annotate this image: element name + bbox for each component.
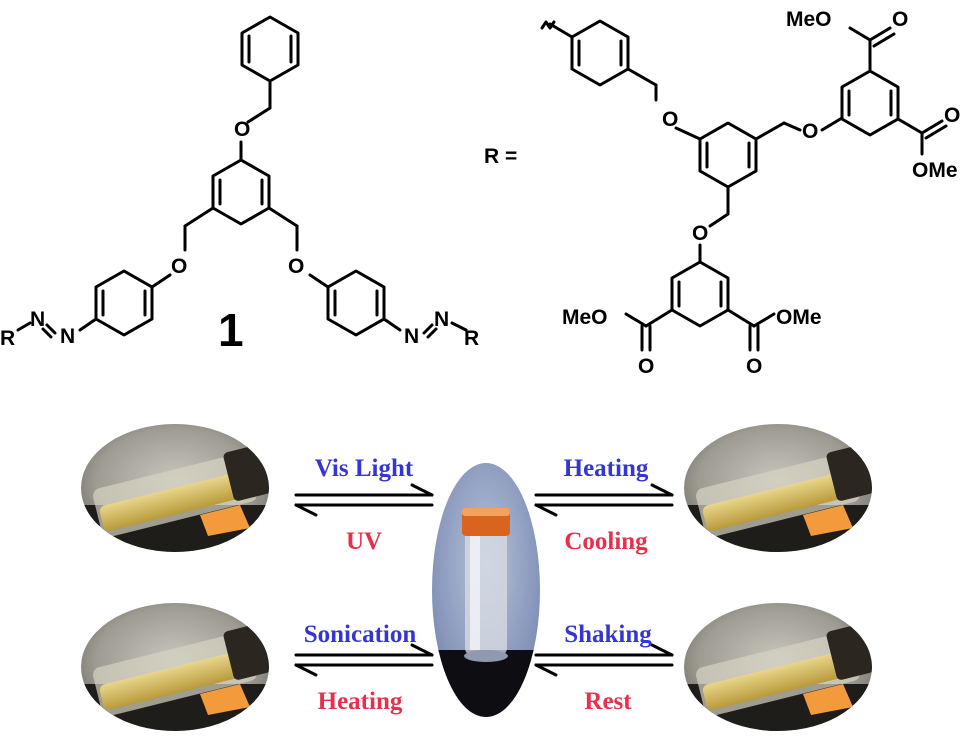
nitrogen-atom-left-1: N bbox=[60, 325, 75, 348]
label-heating-bottom: Heating bbox=[318, 688, 403, 715]
equilibrium-arrow-top-right bbox=[534, 483, 674, 517]
right-o-ring-bond bbox=[308, 273, 330, 289]
carbonyl-oxygen-top: O bbox=[892, 8, 908, 31]
r-o-ester-ring-bond bbox=[820, 116, 844, 132]
oxygen-atom-top: O bbox=[234, 118, 250, 141]
oxygen-atom-r2: O bbox=[802, 120, 818, 143]
methoxy-label-top: MeO bbox=[786, 8, 832, 31]
core-ring bbox=[211, 158, 271, 226]
left-o-ring-bond bbox=[150, 273, 172, 289]
n-r-bond bbox=[450, 321, 468, 332]
carbonyl-bond bbox=[924, 124, 948, 140]
photo-sol-bottom-right bbox=[684, 603, 872, 731]
nitrogen-atom-right-2: N bbox=[434, 308, 449, 331]
carbonyl-bond bbox=[872, 32, 896, 48]
label-shaking: Shaking bbox=[564, 621, 652, 648]
ester-o-bond bbox=[624, 312, 648, 328]
r-equals-label: R = bbox=[484, 145, 517, 168]
r-ch2-bond bbox=[626, 67, 658, 87]
label-vis-light: Vis Light bbox=[315, 455, 414, 482]
label-rest: Rest bbox=[584, 688, 632, 715]
r-group-left: R bbox=[0, 327, 15, 350]
azo-double-bond bbox=[45, 323, 57, 335]
methoxy-label-right: OMe bbox=[912, 159, 958, 182]
right-phenyl-ring bbox=[326, 269, 386, 337]
r-upper-ester-ring bbox=[840, 69, 900, 137]
stimulus-labels: Vis Light UV Heating Cooling Sonication … bbox=[304, 455, 653, 715]
carbonyl-oxygen-lower-left: O bbox=[638, 355, 654, 378]
ester-o-bond bbox=[752, 312, 776, 328]
photo-sol-top-right bbox=[684, 424, 872, 552]
r-ch2-o-down-bond bbox=[708, 212, 730, 228]
label-uv: UV bbox=[346, 528, 382, 555]
compound-number: 1 bbox=[218, 304, 244, 356]
ester-bond bbox=[896, 117, 924, 135]
methoxy-label-lower-left: MeO bbox=[562, 306, 608, 329]
right-ch2-bond bbox=[267, 206, 299, 228]
equilibrium-arrows bbox=[294, 483, 674, 677]
ester-o-bond bbox=[848, 26, 872, 42]
label-sonication: Sonication bbox=[304, 621, 417, 648]
r-ch2-o-right-bond bbox=[782, 121, 802, 132]
equilibrium-arrow-bottom-right bbox=[534, 643, 674, 677]
carbonyl-oxygen-right: O bbox=[944, 104, 960, 127]
photo-gel-center bbox=[432, 463, 540, 717]
azo-double-bond bbox=[41, 327, 53, 339]
azo-double-bond bbox=[426, 327, 438, 339]
carbonyl-oxygen-lower-right: O bbox=[746, 355, 762, 378]
right-azo-bond bbox=[382, 317, 402, 332]
left-phenyl-ring bbox=[94, 269, 154, 337]
attachment-bond bbox=[548, 22, 574, 39]
ester-bond bbox=[644, 308, 674, 328]
r-benzyl-ring bbox=[570, 19, 630, 87]
r-ch2-right-bond bbox=[754, 121, 786, 141]
oxygen-atom-left: O bbox=[171, 255, 187, 278]
photo-sol-top-left bbox=[81, 424, 269, 552]
label-cooling: Cooling bbox=[564, 528, 648, 555]
r-group-structure: R = O O MeO O O OMe bbox=[484, 8, 960, 378]
carbonyl-bond bbox=[920, 119, 944, 135]
ester-bond bbox=[726, 308, 756, 328]
r-o-core-bond bbox=[674, 126, 702, 141]
nitrogen-atom-left-2: N bbox=[30, 308, 45, 331]
oxygen-atom-right: O bbox=[288, 255, 304, 278]
methoxy-label-lower-right: OMe bbox=[776, 306, 822, 329]
equilibrium-arrow-top-left bbox=[294, 483, 434, 517]
left-ch2-bond bbox=[183, 206, 215, 228]
oxygen-atom-r3: O bbox=[692, 222, 708, 245]
n-r-bond bbox=[16, 321, 32, 332]
benzyl-o-bond bbox=[246, 106, 272, 124]
left-azo-bond bbox=[78, 317, 98, 332]
nitrogen-atom-right-1: N bbox=[404, 325, 419, 348]
carbonyl-bond bbox=[868, 26, 892, 42]
r-group-right: R bbox=[464, 327, 479, 350]
equilibrium-arrow-bottom-left bbox=[294, 643, 434, 677]
compound-1-structure: O O N N R O N N R 1 bbox=[0, 15, 479, 356]
r-lower-ester-ring bbox=[670, 260, 730, 328]
label-heating-top: Heating bbox=[564, 455, 649, 482]
photo-sol-bottom-left bbox=[81, 603, 269, 731]
oxygen-atom-r1: O bbox=[662, 108, 678, 131]
azo-double-bond bbox=[422, 323, 434, 335]
